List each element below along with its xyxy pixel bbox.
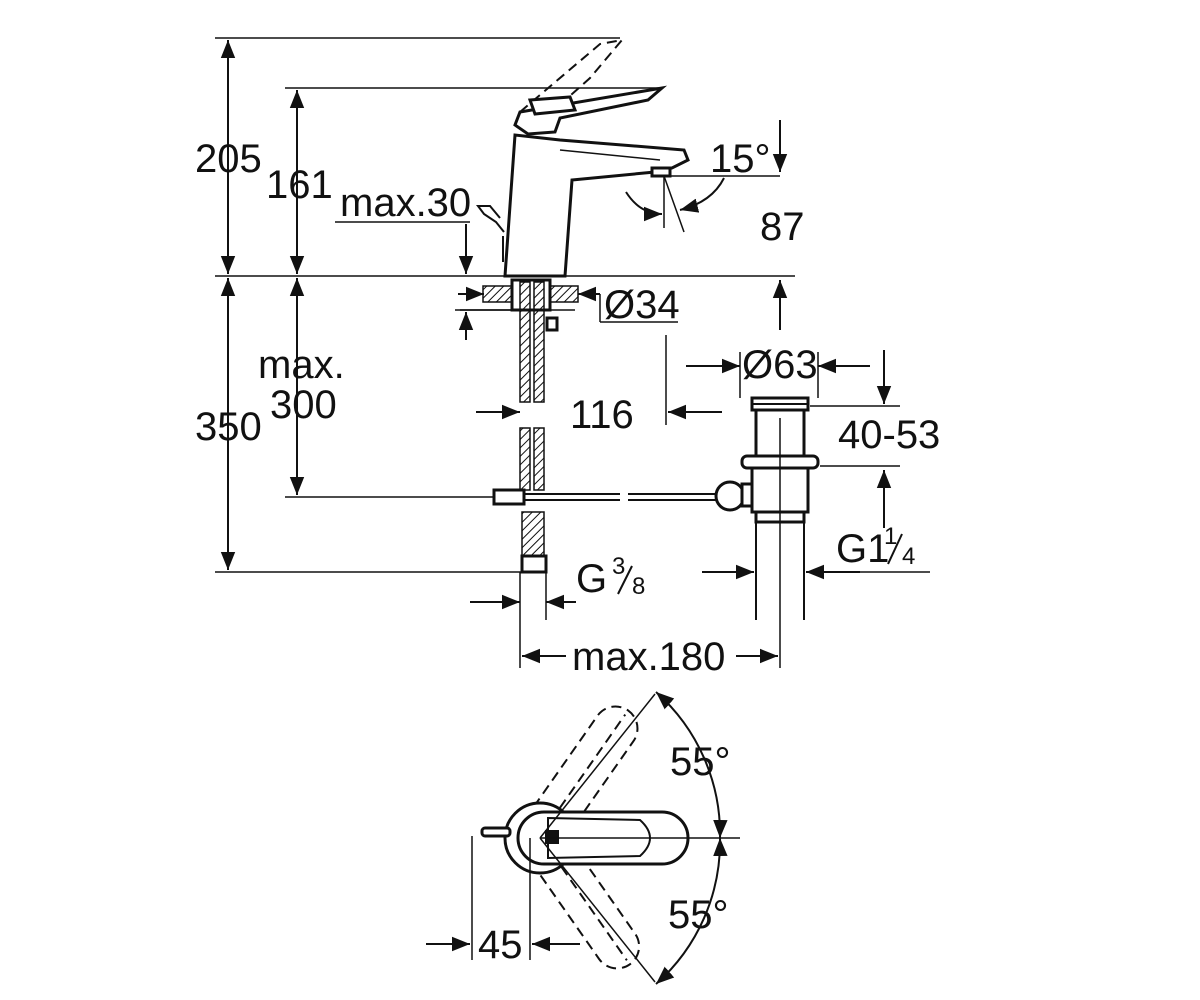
dimension-dia63: Ø63 xyxy=(686,343,870,398)
dim-g38-label: G xyxy=(576,557,607,601)
dim-40-53-label: 40-53 xyxy=(838,413,940,457)
dimension-55deg: 55° 55° xyxy=(655,691,731,985)
dim-max-label: max. xyxy=(258,343,345,387)
dim-300-label: 300 xyxy=(270,383,337,427)
dim-45-label: 45 xyxy=(478,923,523,967)
dim-161-label: 161 xyxy=(266,163,333,207)
dim-g1-num-label: 1 xyxy=(884,523,897,550)
dimension-40-53: 40-53 xyxy=(810,350,940,528)
dim-max180-label: max.180 xyxy=(572,635,725,679)
dimension-45: 45 xyxy=(426,923,580,967)
dim-55-top-label: 55° xyxy=(670,740,731,784)
dimension-g1-1-4: G1 1 4 xyxy=(702,523,930,580)
dimension-15deg: 15° xyxy=(625,120,788,233)
dim-87-label: 87 xyxy=(760,205,805,249)
dimension-max30: max.30 xyxy=(340,181,520,340)
dim-15-label: 15° xyxy=(710,137,771,181)
dim-max30-label: max.30 xyxy=(340,181,471,225)
dimension-87: 87 xyxy=(760,205,805,330)
dimension-205: 205 xyxy=(195,40,262,274)
dim-g38-num-label: 3 xyxy=(612,553,625,580)
dim-116-label: 116 xyxy=(570,393,634,437)
top-view xyxy=(471,693,740,983)
dimension-g3-8: G 3 8 xyxy=(470,553,645,620)
faucet-body xyxy=(476,38,690,278)
dim-g38-den-label: 8 xyxy=(632,573,645,600)
dim-g1-den-label: 4 xyxy=(902,543,915,570)
dim-dia63-label: Ø63 xyxy=(742,343,818,387)
dimension-350: 350 xyxy=(195,278,262,570)
dim-55-bottom-label: 55° xyxy=(668,893,729,937)
dimension-116: 116 xyxy=(476,335,722,437)
mounting-shank xyxy=(460,278,579,403)
dimension-max180: max.180 xyxy=(519,418,781,679)
dim-dia34-label: Ø34 xyxy=(604,283,680,327)
dim-205-label: 205 xyxy=(195,137,262,181)
dim-350-label: 350 xyxy=(195,405,262,449)
dimension-161: 161 xyxy=(266,90,333,274)
dimension-dia34: Ø34 xyxy=(458,283,680,327)
dim-g1-label: G1 xyxy=(836,527,889,571)
dimension-max300: max. 300 xyxy=(258,278,345,495)
